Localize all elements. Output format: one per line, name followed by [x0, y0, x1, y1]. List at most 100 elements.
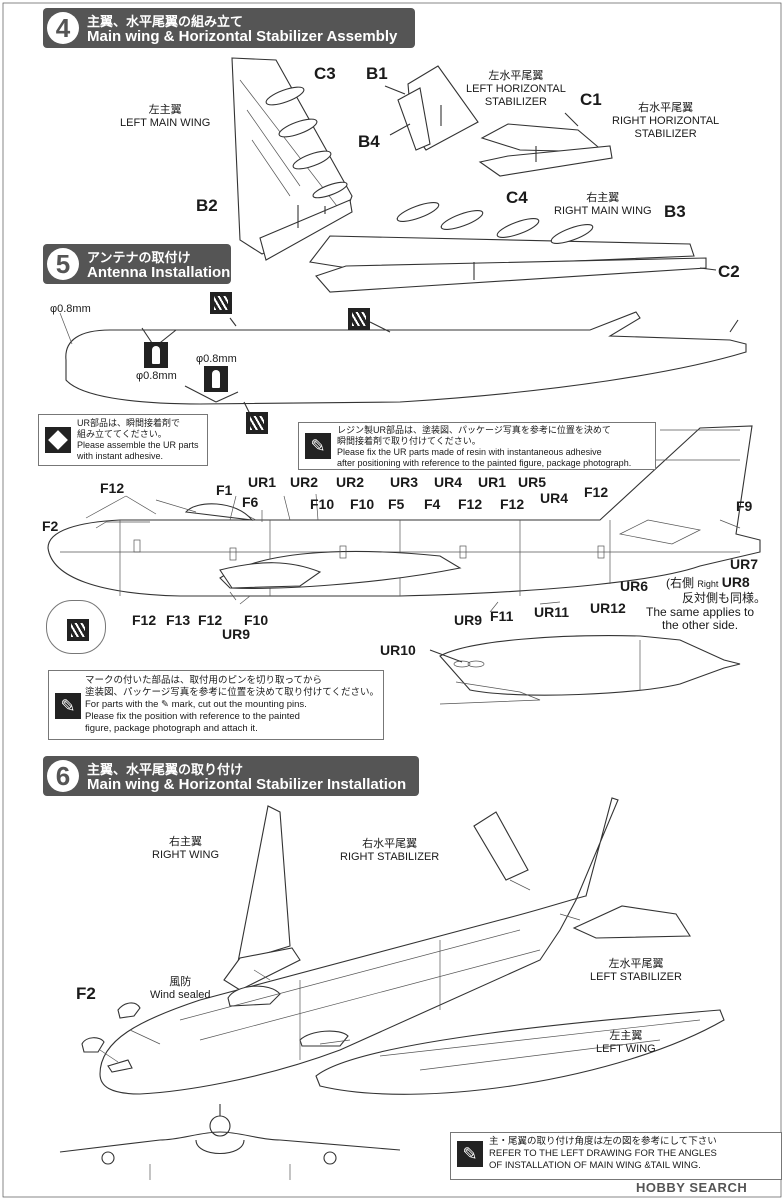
- note-text: 塗装図、パッケージ写真を参考に位置を決めて取り付けてください。: [85, 687, 380, 698]
- antenna-fuselage-outline: [65, 311, 747, 405]
- step-title-en: Main wing & Horizontal Stabilizer Instal…: [87, 776, 407, 793]
- part-f12: F12: [132, 612, 157, 628]
- cut-icon: [67, 619, 89, 641]
- ur-adhesive-note: UR部品は、瞬間接着剤で 組み立ててください。 Please assemble …: [38, 414, 208, 466]
- part-ur4: UR4: [434, 474, 463, 490]
- diameter-label-1: φ0.8mm: [50, 303, 91, 315]
- note-text: マークの付いた部品は、取付用のピンを切り取ってから: [85, 675, 323, 686]
- part-f1: F1: [216, 482, 233, 498]
- step-number: 5: [47, 248, 79, 280]
- part-ur2: UR2: [290, 474, 319, 490]
- side-fuselage-shape: [47, 425, 761, 597]
- part-f4: F4: [424, 496, 441, 512]
- step-4-header: 4 主翼、水平尾翼の組み立て Main wing & Horizontal St…: [43, 8, 415, 48]
- 3d-left-wing-shape: [315, 1009, 725, 1095]
- cut-icon: [348, 308, 370, 330]
- part-f12: F12: [458, 496, 483, 512]
- diameter-label-3: φ0.8mm: [196, 353, 237, 365]
- part-b1: B1: [366, 64, 388, 83]
- part-f12: F12: [500, 496, 525, 512]
- part-b2: B2: [196, 196, 218, 215]
- part-ur6: UR6: [620, 578, 649, 594]
- part-b3: B3: [664, 202, 686, 221]
- part-ur12: UR12: [590, 600, 626, 616]
- part-f13: F13: [166, 612, 191, 628]
- note-text: For parts with the ✎ mark, cut out the m…: [85, 699, 307, 710]
- step-6-header: 6 主翼、水平尾翼の取り付け Main wing & Horizontal St…: [43, 756, 419, 796]
- pin-callout-bubble: [46, 600, 106, 654]
- step-title-jp: 主翼、水平尾翼の組み立て: [87, 14, 244, 29]
- upper-deck-hump: [184, 503, 254, 521]
- step-title-jp: アンテナの取付け: [87, 250, 191, 265]
- step-number: 6: [47, 760, 79, 792]
- resin-note: ✎ レジン製UR部品は、塗装図、パッケージ写真を参考に位置を決めて 瞬間接着剤で…: [298, 422, 656, 470]
- step-title-jp: 主翼、水平尾翼の取り付け: [87, 762, 244, 777]
- part-ur2: UR2: [336, 474, 365, 490]
- left-wing-lower-part: [259, 199, 353, 261]
- part-b4: B4: [358, 132, 380, 151]
- note-text: OF INSTALLATION OF MAIN WING &TAIL WING.: [489, 1160, 701, 1171]
- other-side-note-en: The same applies to the other side.: [646, 605, 755, 632]
- part-f2: F2: [42, 518, 59, 534]
- left-stabilizer-label: 左水平尾翼 LEFT HORIZONTAL STABILIZER: [466, 70, 566, 108]
- part-ur8: UR8: [721, 574, 750, 590]
- part-ur5: UR5: [518, 474, 547, 490]
- wind-sealed-label: 風防 Wind sealed: [150, 976, 211, 1001]
- part-ur1: UR1: [248, 474, 277, 490]
- part-f10: F10: [350, 496, 375, 512]
- left-wing-label: 左主翼 LEFT WING: [596, 1030, 656, 1055]
- left-main-wing-label: 左主翼 LEFT MAIN WING: [120, 104, 211, 129]
- note-text: 組み立ててください。: [77, 429, 167, 439]
- belly-view-shape: [439, 635, 741, 696]
- note-text: Please assemble the UR parts: [77, 440, 199, 450]
- pinhead-icon: [144, 342, 168, 368]
- part-ur1: UR1: [478, 474, 507, 490]
- 3d-right-stab-shape: [473, 811, 529, 881]
- angle-note: ✎ 主・尾翼の取り付け角度は左の図を参考にして下さい REFER TO THE …: [450, 1132, 782, 1180]
- step-5-header: 5 アンテナの取付け Antenna Installation: [43, 244, 231, 284]
- part-f2: F2: [76, 984, 96, 1003]
- note-text: figure, package photograph and attach it…: [85, 723, 258, 734]
- note-text: UR部品は、瞬間接着剤で: [77, 418, 180, 428]
- part-f12: F12: [100, 480, 125, 496]
- part-f9: F9: [736, 498, 753, 514]
- right-stabilizer-label: 右水平尾翼 RIGHT HORIZONTAL STABILIZER: [612, 102, 720, 140]
- cut-icon: [210, 292, 232, 314]
- part-c4: C4: [506, 188, 528, 207]
- part-f11: F11: [490, 608, 514, 624]
- 3d-fuselage-shape: [99, 797, 619, 1095]
- diamond-icon: [45, 427, 71, 453]
- note-text: with instant adhesive.: [77, 451, 164, 461]
- right-main-wing-label: 右主翼 RIGHT MAIN WING: [554, 192, 652, 217]
- part-ur4: UR4: [540, 490, 569, 506]
- left-stabilizer-label: 左水平尾翼 LEFT STABILIZER: [590, 958, 682, 983]
- part-f5: F5: [388, 496, 405, 512]
- step-title-en: Antenna Installation: [87, 264, 231, 281]
- 3d-right-wing-shape: [237, 805, 291, 963]
- part-ur9: UR9: [222, 626, 251, 642]
- part-f10: F10: [310, 496, 335, 512]
- diameter-label-2: φ0.8mm: [136, 370, 177, 382]
- note-text: 瞬間接着剤で取り付けてください。: [337, 436, 481, 446]
- part-c3: C3: [314, 64, 336, 83]
- note-text: レジン製UR部品は、塗装図、パッケージ写真を参考に位置を決めて: [337, 425, 611, 435]
- right-side-note: (右側 Right UR8: [666, 574, 750, 590]
- note-text: Please fix the position with reference t…: [85, 711, 300, 722]
- note-text: after positioning with reference to the …: [337, 458, 632, 468]
- pin-icon: ✎: [55, 693, 81, 719]
- part-f10: F10: [244, 612, 269, 628]
- note-text: REFER TO THE LEFT DRAWING FOR THE ANGLES: [489, 1148, 717, 1159]
- cut-icon: [246, 412, 268, 434]
- pin-mark-note: ✎ マークの付いた部品は、取付用のピンを切り取ってから 塗装図、パッケージ写真を…: [48, 670, 384, 740]
- right-stabilizer-label: 右水平尾翼 RIGHT STABILIZER: [340, 838, 440, 863]
- 3d-left-stab-shape: [572, 905, 691, 939]
- part-f6: F6: [242, 494, 259, 510]
- right-wing-label: 右主翼 RIGHT WING: [152, 836, 220, 861]
- watermark: HOBBY SEARCH: [636, 1180, 748, 1195]
- right-stabilizer-shape: [480, 123, 606, 153]
- part-ur3: UR3: [390, 474, 419, 490]
- pin-icon: ✎: [457, 1141, 483, 1167]
